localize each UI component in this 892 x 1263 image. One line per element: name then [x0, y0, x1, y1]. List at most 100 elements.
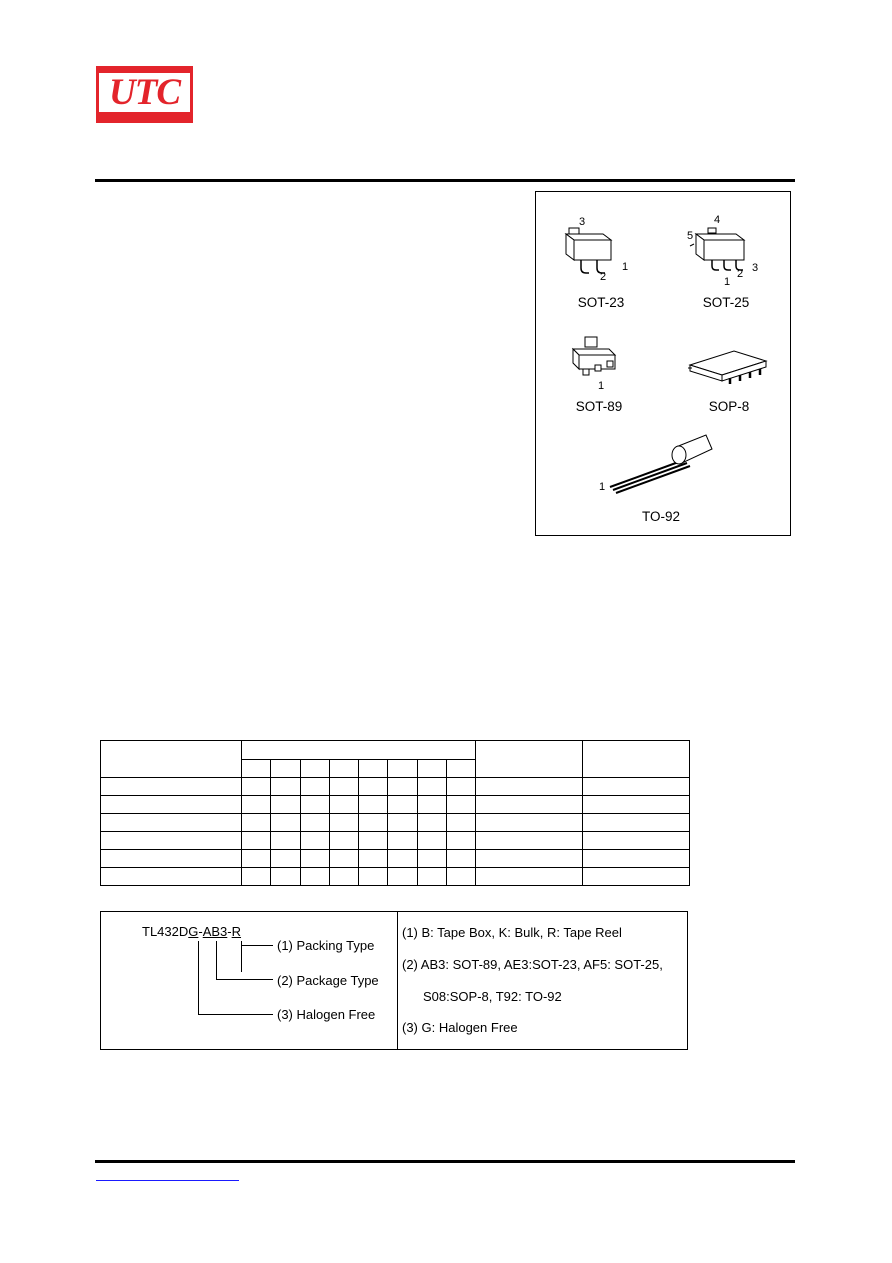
table-cell: [100, 849, 242, 868]
sot25-drawing: [689, 227, 746, 271]
part-halogen-code: G: [188, 924, 199, 939]
table-cell: [299, 867, 330, 886]
sot25-pin3: 3: [752, 262, 759, 274]
table-cell: [240, 795, 272, 814]
logo-text: UTC: [109, 72, 181, 113]
callout-package-type: (2) Package Type: [277, 973, 379, 988]
table-cell: [328, 867, 360, 886]
sop8-drawing: [688, 350, 768, 384]
table-cell: [416, 777, 447, 796]
table-cell: [475, 867, 583, 886]
table-cell: [475, 831, 583, 850]
table-cell: [240, 867, 272, 886]
table-cell: [387, 867, 418, 886]
table-cell: [328, 849, 360, 868]
part-separator: -: [227, 924, 232, 939]
table-row: [100, 831, 690, 850]
table-cell: [357, 777, 389, 796]
table-cell: [270, 831, 301, 850]
sot23-drawing: [564, 227, 613, 274]
table-cell: [475, 777, 583, 796]
sot25-pin1: 1: [724, 276, 731, 288]
pin-configuration-table: [100, 740, 690, 886]
package-diagrams: 3 2 1 SOT-23 4 5 1 2 3 SOT-25 1 SOT-89 S…: [535, 191, 791, 536]
table-cell: [299, 777, 330, 796]
website-link[interactable]: [96, 1180, 239, 1181]
to92-drawing: [609, 434, 713, 494]
table-cell: [328, 759, 360, 778]
table-cell: [445, 813, 477, 832]
footer-rule: [95, 1160, 795, 1163]
leader-line: [216, 941, 217, 979]
callout-packing-type: (1) Packing Type: [277, 938, 375, 953]
sot89-drawing: [571, 336, 617, 376]
sop8-label: SOP-8: [708, 399, 750, 414]
table-cell: [100, 867, 242, 886]
sot25-pin5: 5: [687, 230, 694, 242]
table-row: [100, 849, 690, 868]
sot23-pin1: 1: [622, 261, 629, 273]
part-packing-code: R: [231, 924, 242, 939]
leader-line: [198, 1014, 273, 1015]
table-cell: [357, 813, 389, 832]
table-cell: [241, 740, 476, 760]
table-cell: [357, 831, 389, 850]
table-cell: [582, 831, 690, 850]
table-cell: [328, 777, 360, 796]
table-cell: [582, 849, 690, 868]
table-cell: [328, 813, 360, 832]
table-row: [100, 813, 690, 832]
table-cell: [582, 867, 690, 886]
table-header-row: [100, 740, 690, 778]
table-cell: [387, 849, 418, 868]
table-cell: [475, 849, 583, 868]
table-cell: [387, 831, 418, 850]
table-cell: [475, 795, 583, 814]
table-cell: [357, 867, 389, 886]
table-cell: [416, 831, 447, 850]
sot23-pin3: 3: [579, 216, 586, 228]
part-prefix: TL432D: [142, 924, 189, 939]
note-package-cont: S08:SOP-8, T92: TO-92: [423, 989, 562, 1004]
table-cell: [100, 831, 242, 850]
to92-pin1: 1: [599, 481, 606, 493]
table-cell: [475, 740, 583, 778]
table-cell: [299, 759, 330, 778]
table-cell: [445, 777, 477, 796]
note-package: (2) AB3: SOT-89, AE3:SOT-23, AF5: SOT-25…: [402, 957, 663, 972]
table-cell: [270, 849, 301, 868]
table-cell: [328, 831, 360, 850]
table-cell: [240, 759, 272, 778]
table-cell: [270, 759, 301, 778]
table-cell: [582, 795, 690, 814]
table-row: [100, 795, 690, 814]
table-cell: [299, 831, 330, 850]
table-cell: [445, 867, 477, 886]
leader-line: [241, 941, 242, 972]
utc-logo: UTC: [96, 66, 193, 123]
leader-line: [198, 941, 199, 1014]
sot25-pin4: 4: [714, 214, 721, 226]
part-number: TL432DG-AB3-R: [142, 924, 241, 940]
sot25-pin2: 2: [737, 268, 744, 280]
leader-line: [216, 979, 273, 980]
table-cell: [240, 777, 272, 796]
table-cell: [582, 740, 690, 778]
ordering-divider: [397, 912, 398, 1049]
table-cell: [475, 813, 583, 832]
table-cell: [357, 849, 389, 868]
ordering-info-box: TL432DG-AB3-R (1) Packing Type (2) Packa…: [100, 911, 688, 1050]
table-cell: [387, 777, 418, 796]
logo-inner: UTC: [99, 73, 190, 112]
sot89-label: SOT-89: [575, 399, 623, 414]
leader-line: [241, 945, 273, 946]
callout-halogen-free: (3) Halogen Free: [277, 1007, 376, 1022]
sot23-pin2: 2: [600, 271, 607, 283]
table-cell: [100, 795, 242, 814]
table-cell: [270, 813, 301, 832]
table-cell: [100, 813, 242, 832]
table-cell: [416, 759, 447, 778]
table-cell: [100, 777, 242, 796]
sot25-label: SOT-25: [702, 295, 750, 310]
table-cell: [387, 813, 418, 832]
